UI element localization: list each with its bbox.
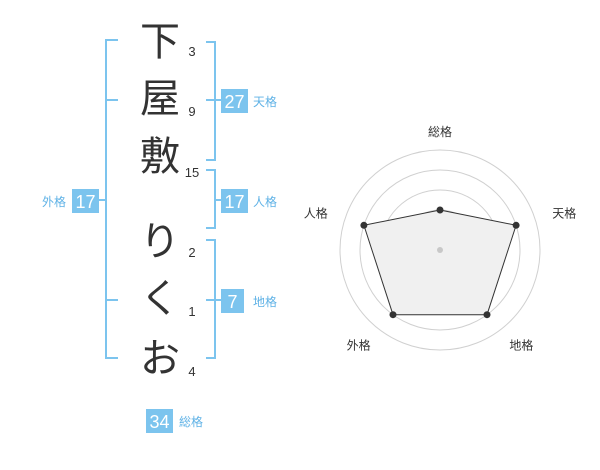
gaikaku-label: 外格 [42,194,66,209]
radar-point [360,221,368,229]
radar-axis-label: 地格 [509,338,533,353]
tenkaku-value: 27 [224,92,244,112]
name-char: く [140,276,180,322]
chikaku-value: 7 [227,292,237,312]
soukaku-badge: 34 総格 [146,409,203,433]
radar-axis-label: 天格 [552,206,576,221]
stroke-count: 1 [188,304,195,319]
radar-grid-ring [339,149,541,351]
gaikaku-bracket [98,39,118,359]
radar-axis-label: 人格 [304,206,328,221]
stroke-count: 2 [188,245,195,260]
jinkaku-bracket [206,169,222,229]
name-char: り [140,219,180,265]
gaikaku-value: 17 [75,192,95,212]
radar-point [389,311,397,319]
radar-axis-label: 総格 [428,124,452,139]
chikaku-label: 地格 [253,294,277,309]
stroke-count: 15 [185,165,199,180]
radar-center-dot [437,247,443,253]
radar-series-polygon [363,209,517,316]
radar-axis-label: 外格 [347,338,371,353]
radar-point [512,221,520,229]
stroke-count: 9 [188,104,195,119]
chikaku-badge: 7 地格 [221,289,277,313]
name-char: 下 [140,19,180,65]
stroke-count: 4 [188,364,195,379]
soukaku-label: 総格 [179,414,203,429]
name-char: 屋 [140,76,180,122]
tenkaku-label: 天格 [253,94,277,109]
tenkaku-badge: 27 天格 [221,89,277,113]
tenkaku-bracket [206,41,222,161]
radar-grid-ring [359,169,521,331]
gaikaku-badge: 外格 17 [42,189,99,213]
stroke-count: 3 [188,44,195,59]
name-char: 敷 [140,134,180,180]
jinkaku-value: 17 [224,192,244,212]
jinkaku-label: 人格 [253,194,277,209]
jinkaku-badge: 17 人格 [221,189,277,213]
soukaku-value: 34 [149,412,169,432]
name-char: お [140,336,180,382]
chikaku-bracket [206,239,222,359]
radar-point [483,311,491,319]
radar-point [436,206,444,214]
